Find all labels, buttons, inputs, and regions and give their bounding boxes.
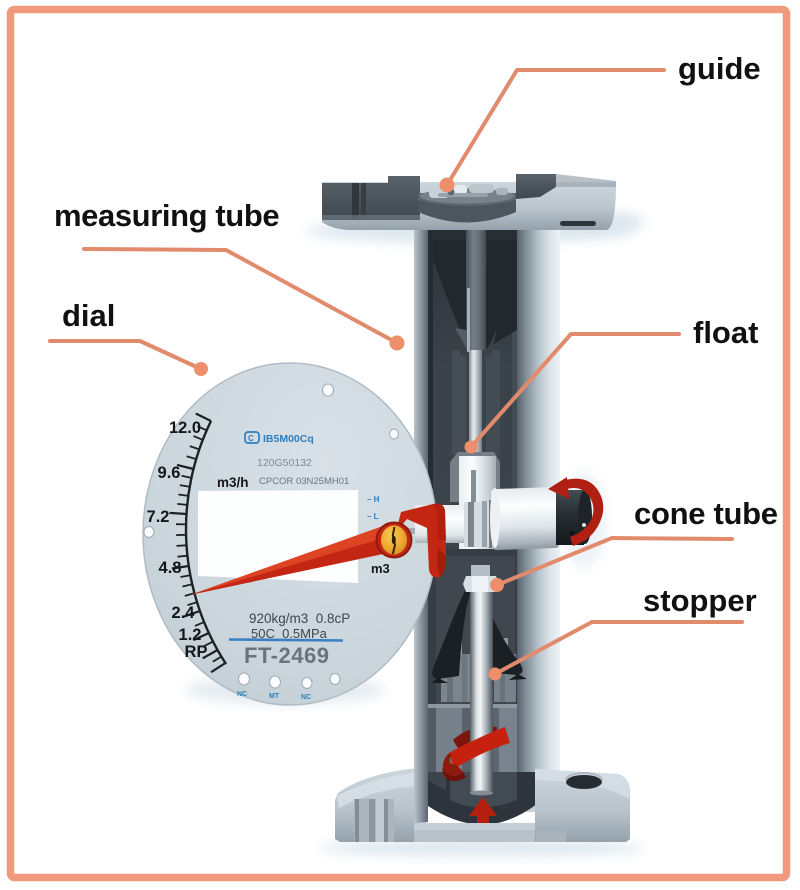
- svg-text:float: float: [693, 315, 758, 350]
- svg-text:IB5M00Cq: IB5M00Cq: [263, 433, 314, 445]
- svg-text:FT-2469: FT-2469: [244, 643, 329, 668]
- svg-text:guide: guide: [678, 51, 761, 86]
- svg-text:cone tube: cone tube: [634, 496, 778, 531]
- svg-text:m3: m3: [371, 561, 390, 576]
- svg-text:2.4: 2.4: [172, 604, 196, 622]
- svg-text:– L: – L: [367, 512, 379, 521]
- svg-text:920kg/m3 0.8cP: 920kg/m3 0.8cP: [249, 611, 350, 626]
- svg-text:measuring tube: measuring tube: [54, 198, 279, 233]
- svg-text:12.0: 12.0: [169, 419, 201, 437]
- svg-text:120G50132: 120G50132: [257, 457, 312, 469]
- svg-text:dial: dial: [62, 298, 115, 333]
- svg-text:C: C: [248, 434, 254, 443]
- svg-text:9.6: 9.6: [158, 464, 181, 482]
- svg-text:7.2: 7.2: [147, 508, 170, 526]
- svg-text:MT: MT: [269, 693, 280, 700]
- svg-text:1.2: 1.2: [179, 626, 202, 644]
- svg-text:4.8: 4.8: [159, 559, 182, 577]
- svg-text:m3/h: m3/h: [217, 475, 249, 490]
- svg-text:NC: NC: [237, 691, 247, 698]
- svg-text:CPCOR 03N25MH01: CPCOR 03N25MH01: [259, 476, 349, 487]
- svg-text:stopper: stopper: [643, 583, 757, 618]
- svg-text:50C 0.5MPa: 50C 0.5MPa: [251, 626, 328, 641]
- svg-text:– H: – H: [367, 495, 380, 504]
- svg-text:NC: NC: [301, 694, 311, 701]
- svg-text:RP: RP: [185, 643, 208, 661]
